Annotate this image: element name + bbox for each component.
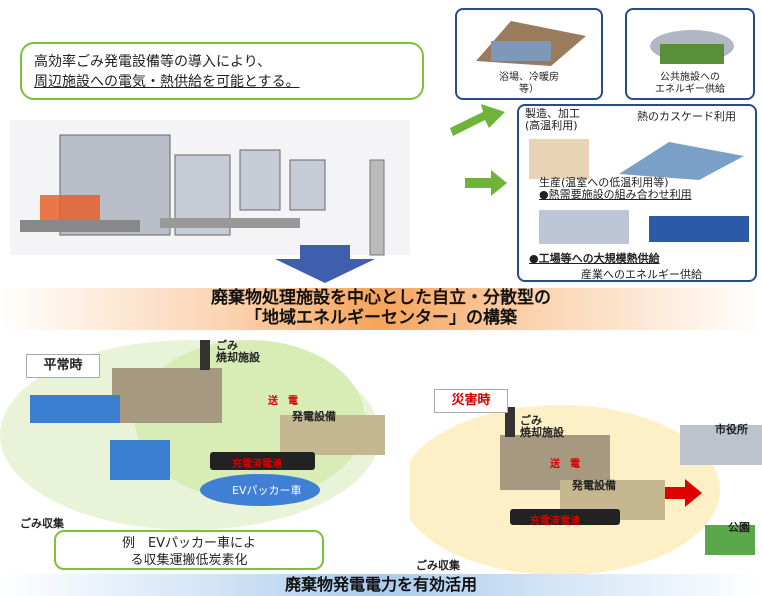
banner-line2: 「地域エネルギーセンター」の構築 [245,308,517,328]
industry-label: 産業へのエネルギー供給 [581,268,702,281]
public-facility-label: 公園 [728,521,750,534]
city-hall-label: 市役所 [715,423,748,436]
industry-box: 製造、加工 (高温利用) 熱のカスケード利用 生産(温室への低温利用等) ●熱需… [517,104,757,282]
intro-callout: 高効率ごみ発電設備等の導入により、 周辺施設への電気・熱供給を可能とする。 [20,42,424,100]
disaster-background [410,405,762,575]
normal-background [0,340,385,530]
bath-caption: 浴場、冷暖房 等） [499,72,559,95]
note-line2: る収集運搬低炭素化 [130,553,248,568]
public-facility-box: 公共施設への エネルギー供給 [625,8,755,100]
disaster-generator-label: 発電設備 [572,479,616,492]
note-line1: 例 EVパッカー車によ [121,536,257,551]
ev-example-note: 例 EVパッカー車によ る収集運搬低炭素化 [54,530,324,570]
public-facility-illustration [650,30,734,64]
callout-line1: 高効率ごみ発電設備等の導入により、 [34,54,272,70]
callout-line2: 周辺施設への電気・熱供給を可能とする。 [34,74,300,90]
normal-title: 平常時 [26,354,100,378]
disaster-plant-label: ごみ 焼却施設 [520,414,564,439]
green-arrows [450,104,507,196]
disaster-power-label: 送 電 [550,459,580,470]
normal-charge-label: 充電済電池 [232,459,282,470]
cascade-label: 熱のカスケード利用 [637,110,736,123]
normal-generator-label: 発電設備 [292,410,336,423]
normal-scene: 平常時 ごみ 焼却施設 送 電 発電設備 充電済電池 EVパッカー車 ごみ収集 [0,340,400,530]
disaster-collect-label: ごみ収集 [416,559,460,572]
incineration-plant-illustration [10,120,410,256]
factory-illustration [539,210,749,244]
bottom-banner: 廃棄物発電電力を有効活用 [0,574,762,596]
bath-box: 浴場、冷暖房 等） [455,8,603,100]
normal-power-label: 送 電 [268,396,298,407]
disaster-charge-label: 充電済電池 [530,516,580,527]
public-facility-caption: 公共施設への エネルギー供給 [655,72,725,95]
factory-label: ●工場等への大規模熱供給 [529,252,660,265]
manufacturing-label: 製造、加工 (高温利用) [525,107,580,132]
production-label: 生産(温室への低温利用等) [539,176,669,189]
center-banner: 廃棄物処理施設を中心とした自立・分散型の 「地域エネルギーセンター」の構築 [0,288,762,330]
banner-line1: 廃棄物処理施設を中心とした自立・分散型の [211,288,551,308]
normal-collect-label: ごみ収集 [20,517,64,530]
disaster-title: 災害時 [434,389,508,413]
normal-ev-label: EVパッカー車 [232,484,302,497]
bath-illustration [476,21,586,66]
greenhouse-illustration [529,139,744,180]
down-arrow [275,245,375,283]
normal-plant-label: ごみ 焼却施設 [216,339,260,364]
disaster-scene: 災害時 ごみ 焼却施設 送 電 発電設備 充電済電池 市役所 公園 ごみ収集 [410,385,762,575]
combo-label: ●熱需要施設の組み合わせ利用 [539,188,692,201]
